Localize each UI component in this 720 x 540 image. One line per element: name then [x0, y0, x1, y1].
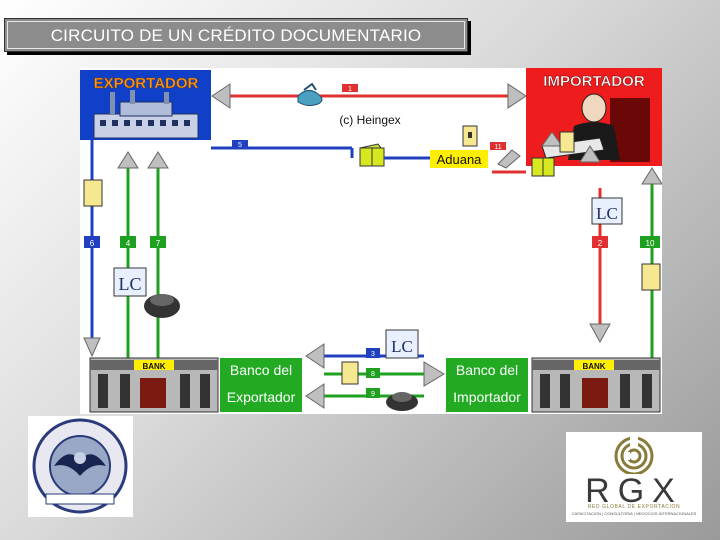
handshake-icon	[298, 84, 322, 106]
step-7-label: 7	[156, 239, 161, 248]
lc-banks-label: LC	[391, 337, 413, 356]
flow-step-6: 6	[84, 140, 102, 356]
step-6-label: 6	[90, 239, 95, 248]
goods-box-icon	[360, 144, 384, 166]
flow-step-7: 7	[148, 152, 168, 358]
letter-of-credit-diagram: EXPORTADOR IMPORTADOR 1	[80, 68, 662, 414]
lc-document-icon-left: LC	[114, 268, 146, 296]
step-9-label: 9	[371, 391, 375, 398]
importer-bank-line1: Banco del	[456, 362, 518, 378]
importer-box: IMPORTADOR	[526, 68, 662, 166]
step-2-label: 2	[598, 239, 603, 248]
exporter-bank-line1: Banco del	[230, 362, 292, 378]
step-8-label: 8	[371, 371, 375, 378]
rgx-logo: RGX RED GLOBAL DE EXPORTACION CAPACITACI…	[566, 432, 702, 522]
step-4-label: 4	[126, 239, 131, 248]
document-icon-right	[642, 264, 660, 290]
customs-label: Aduana	[437, 152, 483, 167]
step-10-label: 10	[646, 239, 655, 248]
flow-step-10: 10	[640, 168, 662, 358]
lc-document-icon-right: LC	[592, 198, 622, 224]
exporter-bank-sign: BANK	[142, 362, 165, 371]
document-icon-banks	[342, 362, 358, 384]
step-11-label: 11	[494, 144, 501, 151]
document-icon-importer	[560, 132, 574, 152]
flow-step-5: 5	[211, 140, 432, 166]
importer-bank-line2: Importador	[453, 389, 521, 405]
exporter-bank-line2: Exportador	[227, 389, 296, 405]
exporter-label: EXPORTADOR	[94, 75, 199, 92]
document-icon-left	[84, 180, 102, 206]
flow-step-1: 1	[212, 84, 526, 108]
slide-title: CIRCUITO DE UN CRÉDITO DOCUMENTARIO	[5, 26, 467, 46]
step-1-label: 1	[348, 86, 352, 93]
flow-step-4: 4	[118, 152, 138, 358]
exporter-box: EXPORTADOR	[80, 70, 211, 140]
flow-step-9: 9	[306, 384, 424, 411]
step-5-label: 5	[238, 142, 242, 149]
importer-bank-sign: BANK	[582, 362, 605, 371]
goods-box-icon-importer	[532, 158, 554, 176]
importer-label: IMPORTADOR	[543, 73, 645, 90]
academy-seal	[28, 416, 133, 517]
diagram-canvas: EXPORTADOR IMPORTADOR 1	[80, 68, 662, 414]
copyright-label: (c) Heingex	[339, 113, 400, 127]
lc-right-label: LC	[596, 204, 618, 223]
academy-logo	[28, 416, 133, 517]
lc-left-label: LC	[118, 274, 141, 294]
exporter-bank-building: BANK	[90, 358, 218, 412]
rgx-maze-emblem	[566, 432, 702, 474]
rgx-tagline: CAPACITACION | CONSULTORIA | NEGOCIOS IN…	[566, 511, 702, 516]
customs-station: Aduana 11	[430, 126, 520, 168]
title-banner: CIRCUITO DE UN CRÉDITO DOCUMENTARIO	[4, 18, 468, 52]
rgx-subtitle: RED GLOBAL DE EXPORTACION	[566, 504, 702, 510]
money-bag-icon-left	[144, 294, 180, 318]
importer-bank-building: BANK	[532, 358, 660, 412]
flow-step-8: 8	[324, 362, 444, 386]
flow-step-3: 3 LC	[306, 330, 424, 368]
step-3-label: 3	[371, 351, 375, 358]
document-icon-customs	[463, 126, 477, 146]
